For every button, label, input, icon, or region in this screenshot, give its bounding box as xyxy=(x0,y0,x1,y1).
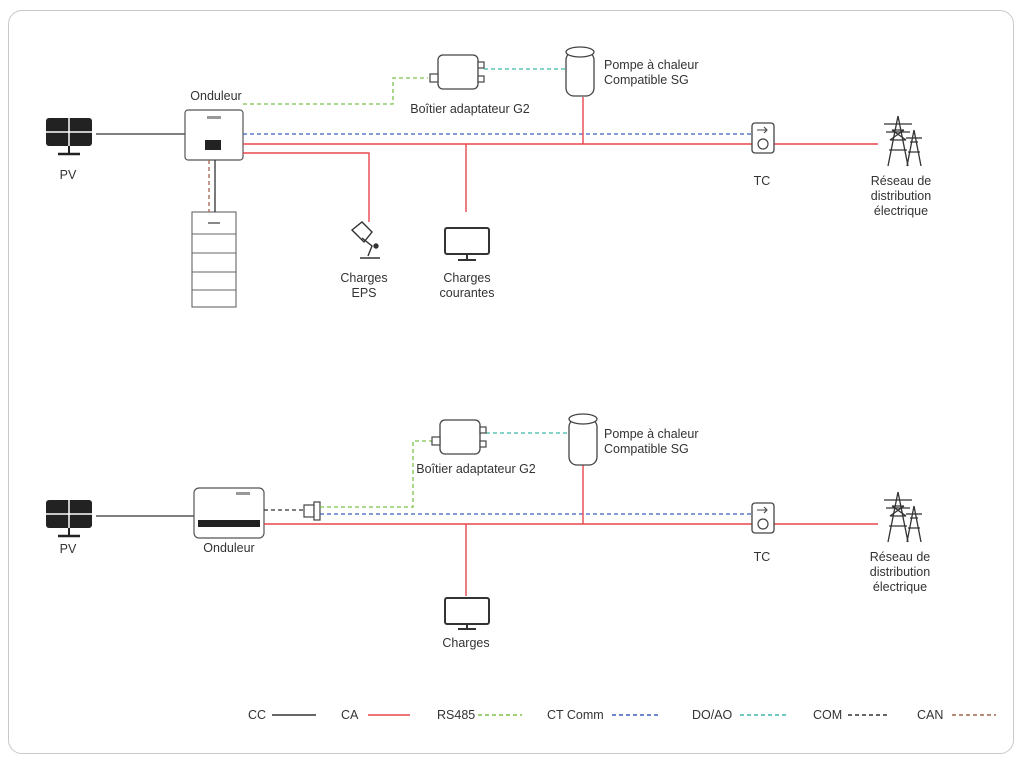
adapter-box-icon xyxy=(429,54,485,90)
ac-eps-line xyxy=(243,152,370,222)
current-loads-label: Charges courantes xyxy=(439,271,495,300)
pv-label-bottom: PV xyxy=(59,542,77,556)
connector-icon xyxy=(303,501,321,521)
legend-label-ct-comm: CT Comm xyxy=(547,708,604,722)
grid-tower-icon xyxy=(884,115,922,167)
rs485-line-bottom xyxy=(320,440,432,508)
ct-label: TC xyxy=(753,174,771,188)
pv-panel-icon-bottom xyxy=(46,500,92,538)
adapter-label: Boîtier adaptateur G2 xyxy=(410,102,530,116)
ct-meter-icon-bottom xyxy=(751,502,775,534)
eps-loads-label: Charges EPS xyxy=(340,271,388,300)
legend-label-rs485: RS485 xyxy=(437,708,476,722)
ct-label-bottom: TC xyxy=(753,550,771,564)
adapter-box-icon-bottom xyxy=(431,419,487,455)
legend-label-cc: CC xyxy=(248,708,267,722)
current-loads-monitor-icon xyxy=(444,227,490,261)
heat-pump-label-bottom: Pompe à chaleur Compatible SG xyxy=(604,427,699,456)
grid-label: Réseau de distribution électrique xyxy=(870,174,932,218)
heat-pump-icon xyxy=(565,46,595,97)
rs485-line xyxy=(243,77,428,105)
heat-pump-label: Pompe à chaleur Compatible SG xyxy=(604,58,699,87)
loads-label-bottom: Charges xyxy=(442,636,490,650)
loads-monitor-icon-bottom xyxy=(444,597,490,630)
inverter-icon-bottom xyxy=(193,487,265,539)
eps-lamp-icon xyxy=(350,221,380,259)
diagram-frame xyxy=(8,10,1014,754)
inverter-label: Onduleur xyxy=(190,89,242,103)
legend-label-com: COM xyxy=(813,708,843,722)
ct-meter-icon xyxy=(751,122,775,154)
adapter-label-bottom: Boîtier adaptateur G2 xyxy=(416,462,536,476)
legend-label-do-ao: DO/AO xyxy=(692,708,733,722)
legend-label-can: CAN xyxy=(917,708,944,722)
grid-label-bottom: Réseau de distribution électrique xyxy=(869,550,931,594)
pv-label: PV xyxy=(59,168,77,182)
inverter-label-bottom: Onduleur xyxy=(203,541,255,555)
inverter-icon xyxy=(184,109,244,161)
grid-tower-icon-bottom xyxy=(884,491,922,543)
heat-pump-icon-bottom xyxy=(568,413,598,466)
legend-label-ca: CA xyxy=(341,708,359,722)
pv-panel-icon xyxy=(46,118,92,156)
battery-stack-icon xyxy=(191,211,237,308)
